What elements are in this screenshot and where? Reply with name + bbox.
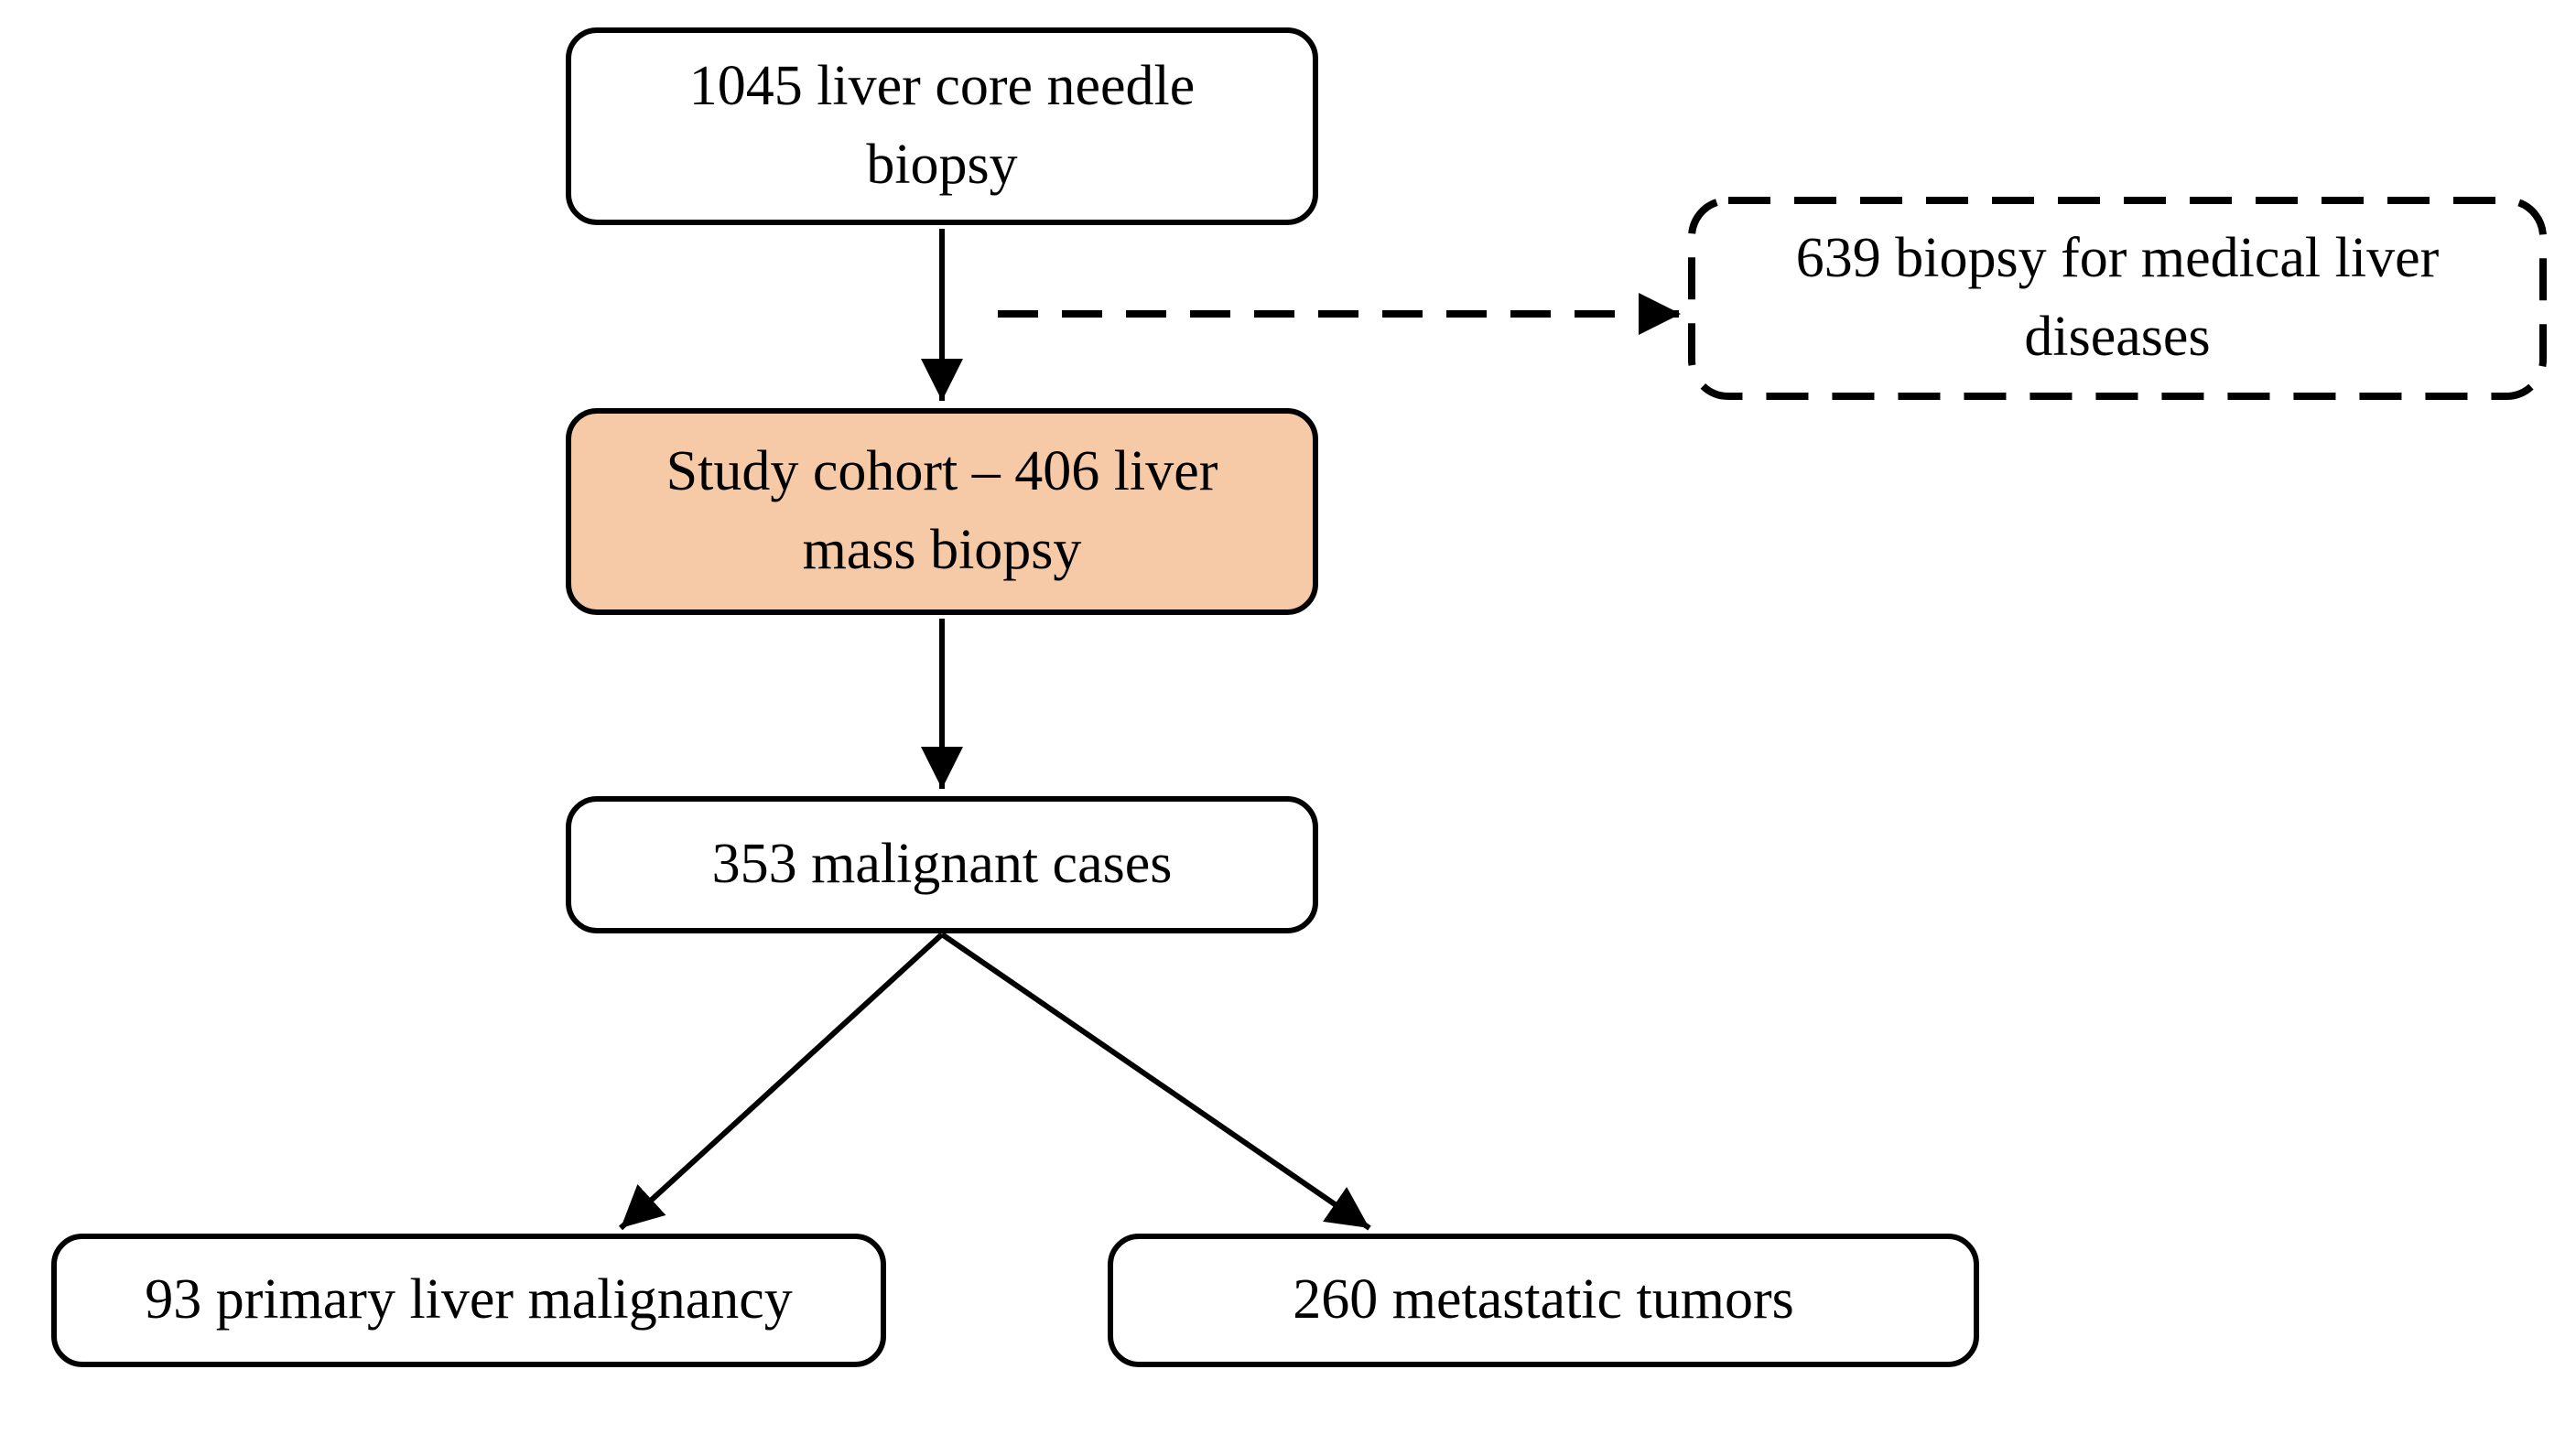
box-malignant-cases: 353 malignant cases xyxy=(566,796,1318,933)
box-metastatic-tumors: 260 metastatic tumors xyxy=(1108,1234,1979,1367)
box-excluded-medical-label: 639 biopsy for medical liver diseases xyxy=(1795,227,2440,368)
arrow-malignant-to-primary xyxy=(618,932,945,1231)
excluded-box-border xyxy=(1688,197,2547,400)
box-study-cohort-label: Study cohort – 406 liver mass biopsy xyxy=(666,440,1218,581)
box-total-biopsy: 1045 liver core needle biopsy xyxy=(566,27,1318,225)
box-excluded-medical: 639 biopsy for medical liver diseases xyxy=(1687,196,2548,401)
box-primary-malignancy: 93 primary liver malignancy xyxy=(51,1234,886,1367)
box-metastatic-tumors-label: 260 metastatic tumors xyxy=(1293,1268,1794,1332)
box-study-cohort: Study cohort – 406 liver mass biopsy xyxy=(566,408,1318,615)
box-primary-malignancy-label: 93 primary liver malignancy xyxy=(145,1268,793,1332)
arrow-malignant-to-metastatic xyxy=(940,932,1371,1231)
box-malignant-cases-label: 353 malignant cases xyxy=(711,833,1173,896)
box-total-biopsy-label: 1045 liver core needle biopsy xyxy=(688,55,1196,196)
